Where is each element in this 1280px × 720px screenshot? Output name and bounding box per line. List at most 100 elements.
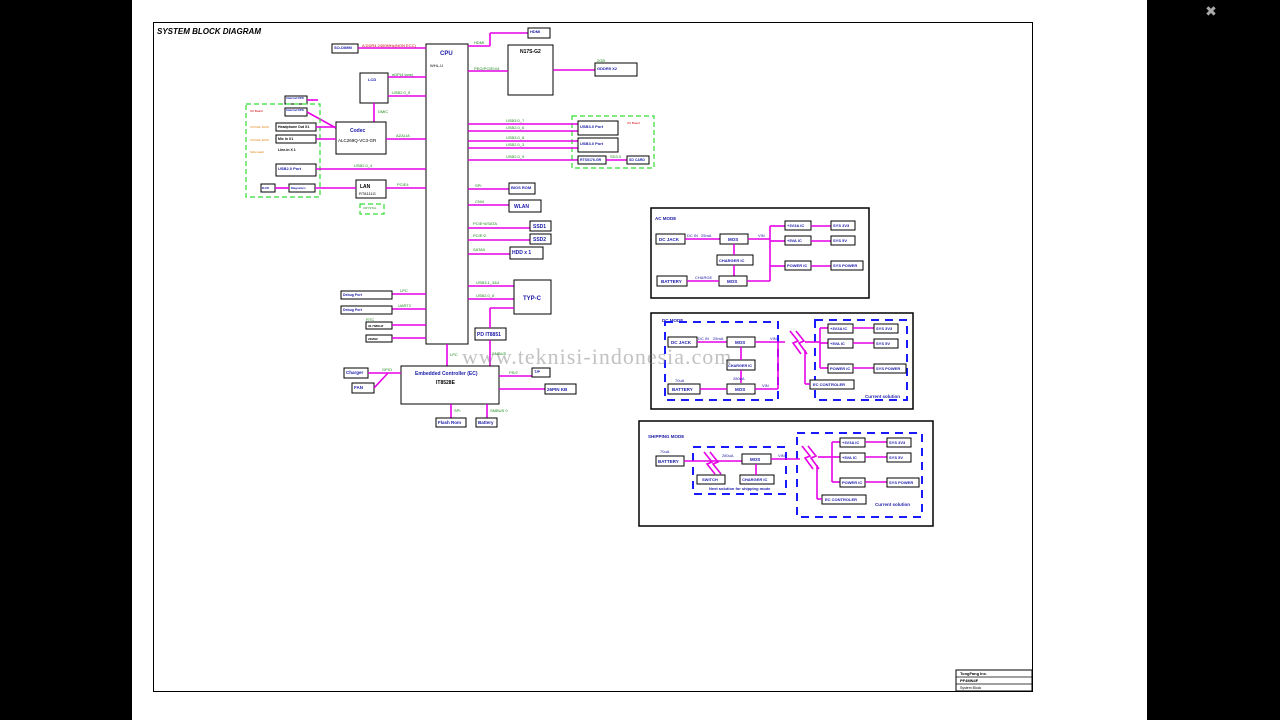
dc-mos2-label: MOS bbox=[735, 387, 745, 392]
typec-block bbox=[513, 279, 552, 315]
cpu-name: CPU bbox=[440, 51, 453, 57]
usb3-7-label: USB3.0_7 bbox=[506, 118, 525, 123]
watermark: www.teknisi-indonesia.com bbox=[462, 344, 733, 369]
ship-battery-label: BATTERY bbox=[658, 459, 679, 464]
rj45-label: RJ45 bbox=[262, 186, 270, 190]
title-project: PF4MN4F bbox=[960, 678, 979, 683]
tp-block bbox=[531, 367, 551, 378]
flash-block bbox=[435, 417, 467, 428]
dc-3v3-ic-label: +3V3A IC bbox=[830, 326, 847, 331]
jack1-label: 3 POLE JACK bbox=[250, 125, 269, 129]
dc-sys3v3 bbox=[873, 323, 899, 334]
title-company: TongFang Inc. bbox=[960, 671, 987, 676]
uart-label: UART2 bbox=[398, 303, 412, 308]
jack2-label: 3 POLE JACK bbox=[250, 138, 269, 142]
hdd-block bbox=[509, 246, 544, 260]
crystal-outline bbox=[359, 203, 385, 215]
dc-sys3v3-label: SYS 3V3 bbox=[876, 326, 893, 331]
usb2-6-label: USB2.0_6 bbox=[506, 125, 525, 130]
pcie-x2-label: PCIE*2 bbox=[473, 233, 487, 238]
debug2-block bbox=[340, 305, 393, 315]
sd-bus-label: SD3.0 bbox=[610, 154, 622, 159]
cpu-model: WHL-U bbox=[430, 63, 443, 68]
ac-dc-jack-label: DC JACK bbox=[659, 237, 680, 242]
schematic-sheet bbox=[132, 0, 1147, 720]
ship-charger-ic bbox=[739, 474, 775, 485]
usb3-8-label: USB3.0_8 bbox=[506, 135, 525, 140]
ship-3v3-ic-label: +3V3A IC bbox=[842, 440, 859, 445]
bios-label: BIOS ROM bbox=[511, 185, 532, 190]
left-io-board-outline bbox=[245, 103, 321, 198]
internal-dpk2-label: Internal DPK bbox=[286, 108, 305, 112]
lan-model: RT8111G bbox=[359, 191, 376, 196]
usb2-9-label: USB2.0_9 bbox=[506, 154, 525, 159]
ac-mode-title: AC MODE bbox=[655, 216, 676, 221]
ship-cur-mos-label: 280uA bbox=[722, 453, 734, 458]
ac-power-ic-label: POWER IC bbox=[787, 263, 807, 268]
battery-main-block bbox=[475, 417, 498, 428]
lan-block bbox=[355, 179, 387, 199]
hdmi-block bbox=[527, 27, 551, 39]
pcie4-label: PCIE4 bbox=[397, 182, 409, 187]
dc-mos1-label: MOS bbox=[735, 340, 745, 345]
dc-5v-ic-label: +5VA IC bbox=[830, 341, 845, 346]
ac-vin-label: VIN bbox=[758, 233, 765, 238]
ssd1-block bbox=[529, 220, 552, 232]
lcd-label: LCD bbox=[368, 77, 376, 82]
hdd-label: HDD x 1 bbox=[512, 250, 531, 256]
dc-switch-symbol bbox=[789, 330, 808, 355]
usb24-label: USB2.0_4 bbox=[354, 163, 373, 168]
dc-cur-bat-label: 70uA bbox=[675, 378, 685, 383]
gpu-block bbox=[507, 44, 554, 96]
close-icon[interactable]: ✖ bbox=[1205, 3, 1217, 19]
hdmi-label: HDMI bbox=[530, 29, 540, 34]
azalia-label: AZALIA bbox=[396, 133, 410, 138]
ac-3v3-ic-label: +3V3A IC bbox=[787, 223, 804, 228]
usb25-label: USB2.0_5 bbox=[392, 90, 411, 95]
ac-sys5v bbox=[830, 235, 856, 246]
hdmi-bus-label: HDMI bbox=[474, 40, 484, 45]
ship-sys5v-label: SYS 5V bbox=[889, 455, 903, 460]
spi-label: SPI bbox=[475, 183, 481, 188]
edp-label: eDP(4 lane) bbox=[392, 72, 414, 77]
ship-next-label: Next solution for shipping mode bbox=[709, 486, 771, 491]
schematic-label: Schematic bbox=[250, 150, 265, 154]
ac-mos1-label: MOS bbox=[728, 237, 738, 242]
usb2-3-label: USB2.0_3 bbox=[506, 142, 525, 147]
ship-cur-bat-label: 70uA bbox=[660, 449, 670, 454]
debug2-label: Debug Port bbox=[343, 308, 363, 312]
sd-card-label: SD CARD bbox=[629, 158, 645, 162]
usb3-port-1-label: USB3.0 Port bbox=[580, 124, 604, 129]
rtc-label: RTC bbox=[366, 317, 374, 322]
ship-mode-title: SHIPPING MODE bbox=[648, 434, 684, 439]
ac-sys5v-label: SYS 5V bbox=[833, 238, 847, 243]
ac-battery-label: BATTERY bbox=[661, 279, 682, 284]
dc-cur-mos-label: 280uA bbox=[733, 376, 745, 381]
fan-line bbox=[373, 372, 389, 389]
dc-vin1-label: VIN bbox=[770, 336, 777, 341]
usb2-port-label: USB2.0 Port bbox=[278, 166, 302, 171]
ac-sys3v3-label: SYS 3V3 bbox=[833, 223, 850, 228]
line-in-label: Line-In X 1 bbox=[278, 148, 296, 152]
dmic-label: DMIC bbox=[378, 109, 388, 114]
dc-left-dashed bbox=[664, 321, 779, 401]
debug1-block bbox=[340, 290, 393, 300]
lpc2-label: LPC bbox=[450, 352, 458, 357]
ship-sys5v bbox=[886, 452, 912, 463]
xtal24-label: 24MHZ bbox=[368, 337, 378, 341]
dc-right-dashed bbox=[814, 319, 908, 401]
smbus-label: SMBUS bbox=[492, 351, 507, 356]
usb31-label: USB3.1_3&4 bbox=[476, 280, 500, 285]
mic-in-label: Mic In X1 bbox=[278, 137, 293, 141]
ship-switch-label: SWITCH bbox=[702, 477, 718, 482]
crystal-label: CRYSTAL bbox=[363, 206, 377, 210]
ship-sys3v3-label: SYS 3V3 bbox=[889, 440, 906, 445]
ship-ec-controller-label: EC CONTROLER bbox=[825, 497, 857, 502]
codec-name: Codec bbox=[350, 128, 366, 134]
ac-charger-ic-label: CHARGER IC bbox=[719, 258, 744, 263]
ac-charge-label: CHARGE bbox=[695, 275, 712, 280]
ship-mos-label: MOS bbox=[750, 457, 760, 462]
ssd2-block bbox=[529, 233, 552, 245]
charger-label: Charger bbox=[346, 370, 364, 375]
ship-switch-symbol-left bbox=[703, 451, 722, 475]
